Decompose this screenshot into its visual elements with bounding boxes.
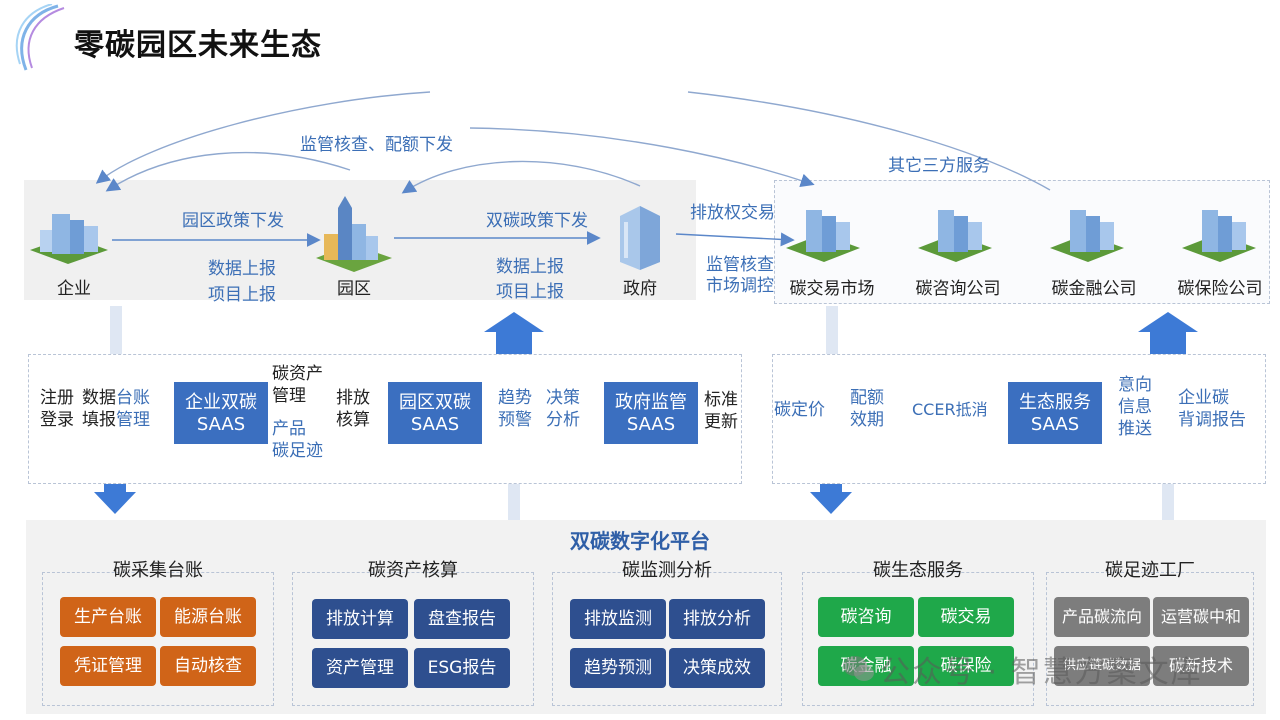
tile-product-carbon-flow[interactable]: 产品碳流向 [1054, 597, 1150, 637]
pale-connector-2 [826, 306, 838, 354]
arc-other-services [687, 91, 1051, 191]
page-title: 零碳园区未来生态 [74, 28, 322, 63]
park-policy-label: 园区政策下发 [182, 211, 284, 231]
up-arrow-park [484, 312, 544, 354]
carbon-finance-building-icon [1050, 210, 1124, 262]
data-ledger-text: 数据台账 填报管理 [82, 388, 150, 430]
arc-gov-to-enterprise [95, 91, 431, 184]
other-services-label: 其它三方服务 [888, 156, 990, 176]
park-label: 园区 [337, 279, 371, 299]
platform-title: 双碳数字化平台 [570, 529, 710, 553]
group-title-3: 碳监测分析 [622, 560, 712, 581]
tile-auto-check[interactable]: 自动核查 [160, 646, 256, 686]
trend-warning-text: 趋势预警 [498, 388, 532, 430]
tile-carbon-trade[interactable]: 碳交易 [918, 597, 1014, 637]
saas-right-block [772, 354, 1266, 484]
carbon-insurance-label: 碳保险公司 [1177, 279, 1263, 299]
data-report-label-2: 数据上报 [496, 257, 564, 277]
arc-park-to-enterprise [105, 151, 351, 192]
quota-validity-text: 配额效期 [850, 388, 884, 430]
tile-emission-calc[interactable]: 排放计算 [312, 599, 408, 639]
register-text: 注册登录 [40, 388, 74, 430]
government-building-icon [620, 206, 660, 270]
ccer-offset-text: CCER抵消 [912, 400, 988, 419]
dual-carbon-policy-label: 双碳政策下发 [486, 211, 588, 231]
data-report-label-1: 数据上报 [208, 259, 276, 279]
supervision-quota-label: 监管核查、配额下发 [300, 135, 453, 155]
project-report-label-1: 项目上报 [208, 285, 276, 305]
carbon-insurance-building-icon [1182, 210, 1256, 262]
decision-analysis-text: 决策分析 [546, 388, 580, 430]
arc-gov-to-park [401, 160, 641, 194]
tile-asset-mgmt[interactable]: 资产管理 [312, 648, 408, 688]
group-title-1: 碳采集台账 [113, 560, 203, 581]
watermark-text: 公众号 · 智慧方案文库 [880, 655, 1203, 690]
carbon-consulting-building-icon [918, 210, 992, 262]
tile-carbon-insurance[interactable]: 碳保险 [918, 646, 1014, 686]
market-regulation-label: 市场调控 [706, 276, 774, 296]
tile-operation-neutral[interactable]: 运营碳中和 [1153, 597, 1249, 637]
down-arrow-market [810, 484, 852, 514]
tile-decision-effect[interactable]: 决策成效 [669, 648, 765, 688]
carbon-market-building-icon [786, 210, 860, 262]
standard-update-text: 标准更新 [704, 390, 738, 432]
government-label: 政府 [623, 279, 657, 299]
carbon-market-label: 碳交易市场 [789, 279, 875, 299]
carbon-finance-label: 碳金融公司 [1051, 279, 1137, 299]
pale-connector-1 [110, 306, 122, 354]
group-title-4: 碳生态服务 [873, 560, 963, 581]
group-frame-4 [802, 572, 1034, 706]
up-arrow-eco [1138, 312, 1198, 354]
saas-left-block [28, 354, 742, 484]
emission-calc-text: 排放核算 [336, 388, 370, 430]
group-title-5: 碳足迹工厂 [1105, 560, 1195, 581]
tile-carbon-consult[interactable]: 碳咨询 [818, 597, 914, 637]
carbon-asset-mgmt-text: 碳资产管理 [272, 364, 323, 406]
tile-inventory-report[interactable]: 盘查报告 [414, 599, 510, 639]
emission-trading-label: 排放权交易 [690, 203, 775, 223]
tile-production-ledger[interactable]: 生产台账 [60, 597, 156, 637]
enterprise-building-icon [30, 214, 108, 264]
project-report-label-2: 项目上报 [496, 282, 564, 302]
group-frame-2 [292, 572, 534, 706]
carbon-pricing-text: 碳定价 [774, 400, 825, 420]
tile-emission-monitor[interactable]: 排放监测 [570, 599, 666, 639]
group-frame-3 [552, 572, 782, 706]
tile-energy-ledger[interactable]: 能源台账 [160, 597, 256, 637]
down-arrow-enterprise [94, 484, 136, 514]
tile-new-tech[interactable]: 碳新技术 [1153, 646, 1249, 686]
group-frame-5 [1046, 572, 1254, 706]
tile-esg-report[interactable]: ESG报告 [414, 648, 510, 688]
supervision-check-label: 监管核查 [706, 255, 774, 275]
park-building-icon [316, 196, 392, 272]
arc-to-market [469, 127, 815, 188]
carbon-consulting-label: 碳咨询公司 [915, 279, 1001, 299]
pale-connector-3 [508, 484, 520, 522]
arrow-gov-to-market [675, 232, 795, 247]
corp-report-text: 企业碳背调报告 [1178, 388, 1246, 430]
group-title-2: 碳资产核算 [368, 560, 458, 581]
intent-push-text: 意向信息推送 [1118, 375, 1152, 439]
pale-connector-4 [1162, 484, 1174, 522]
tile-voucher-mgmt[interactable]: 凭证管理 [60, 646, 156, 686]
tile-trend-forecast[interactable]: 趋势预测 [570, 648, 666, 688]
tile-supply-chain-data[interactable]: 供应链碳数据 [1054, 646, 1150, 686]
product-footprint-text: 产品碳足迹 [272, 419, 323, 461]
wechat-icon [843, 656, 874, 681]
tile-emission-analysis[interactable]: 排放分析 [669, 599, 765, 639]
logo-swoosh-icon [15, 4, 65, 71]
group-frame-1 [42, 572, 274, 706]
enterprise-label: 企业 [57, 279, 91, 299]
third-party-frame [774, 180, 1270, 304]
